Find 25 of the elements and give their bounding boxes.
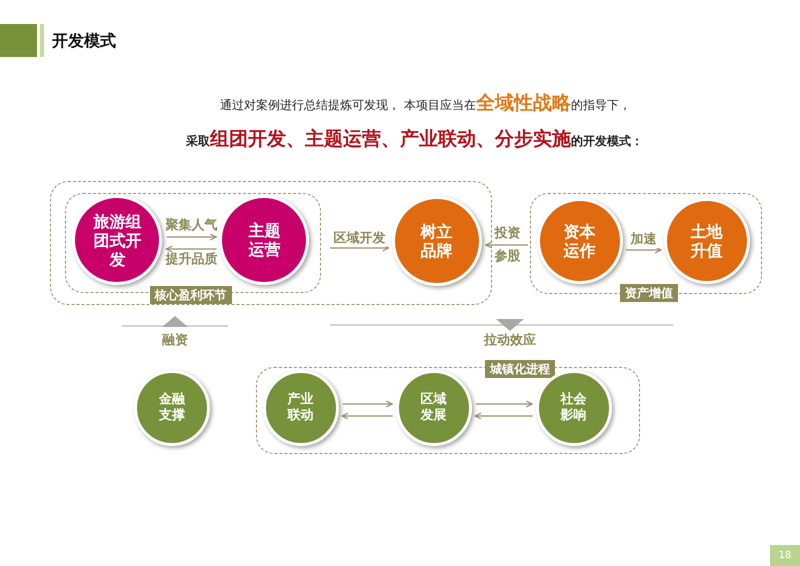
arrow (330, 244, 390, 252)
edge-label: 区域开发 (332, 231, 386, 247)
direction-label: 融资 (161, 333, 189, 349)
arrow (485, 241, 528, 249)
intro-text: 通过对案例进行总结提炼可发现， 本项目应当在全域性战略的指导下， (220, 91, 631, 116)
frame-tag: 城镇化进程 (485, 360, 555, 378)
arrow (166, 233, 217, 241)
frame-tag: 核心盈利环节 (150, 286, 232, 304)
edge-label: 聚集人气 (164, 218, 218, 234)
arrow (342, 412, 393, 420)
intro-text: 采取组团开发、主题运营、产业联动、分步实施的开发模式： (186, 127, 643, 152)
edge-label: 加速 (630, 232, 658, 248)
arrow (476, 400, 533, 408)
direction-label: 拉动效应 (483, 333, 537, 349)
page-number: 18 (770, 545, 800, 566)
edge-label: 提升品质 (164, 252, 218, 268)
circle-node: 金融支撑 (134, 370, 210, 446)
arrow (342, 400, 393, 408)
arrow (166, 245, 217, 253)
slide-title: 开发模式 (52, 31, 116, 52)
arrow (474, 412, 533, 420)
edge-label: 投资参股 (493, 225, 522, 266)
dashed-frame (50, 181, 492, 305)
arrow (626, 246, 662, 254)
frame-tag: 资产增值 (620, 284, 678, 302)
